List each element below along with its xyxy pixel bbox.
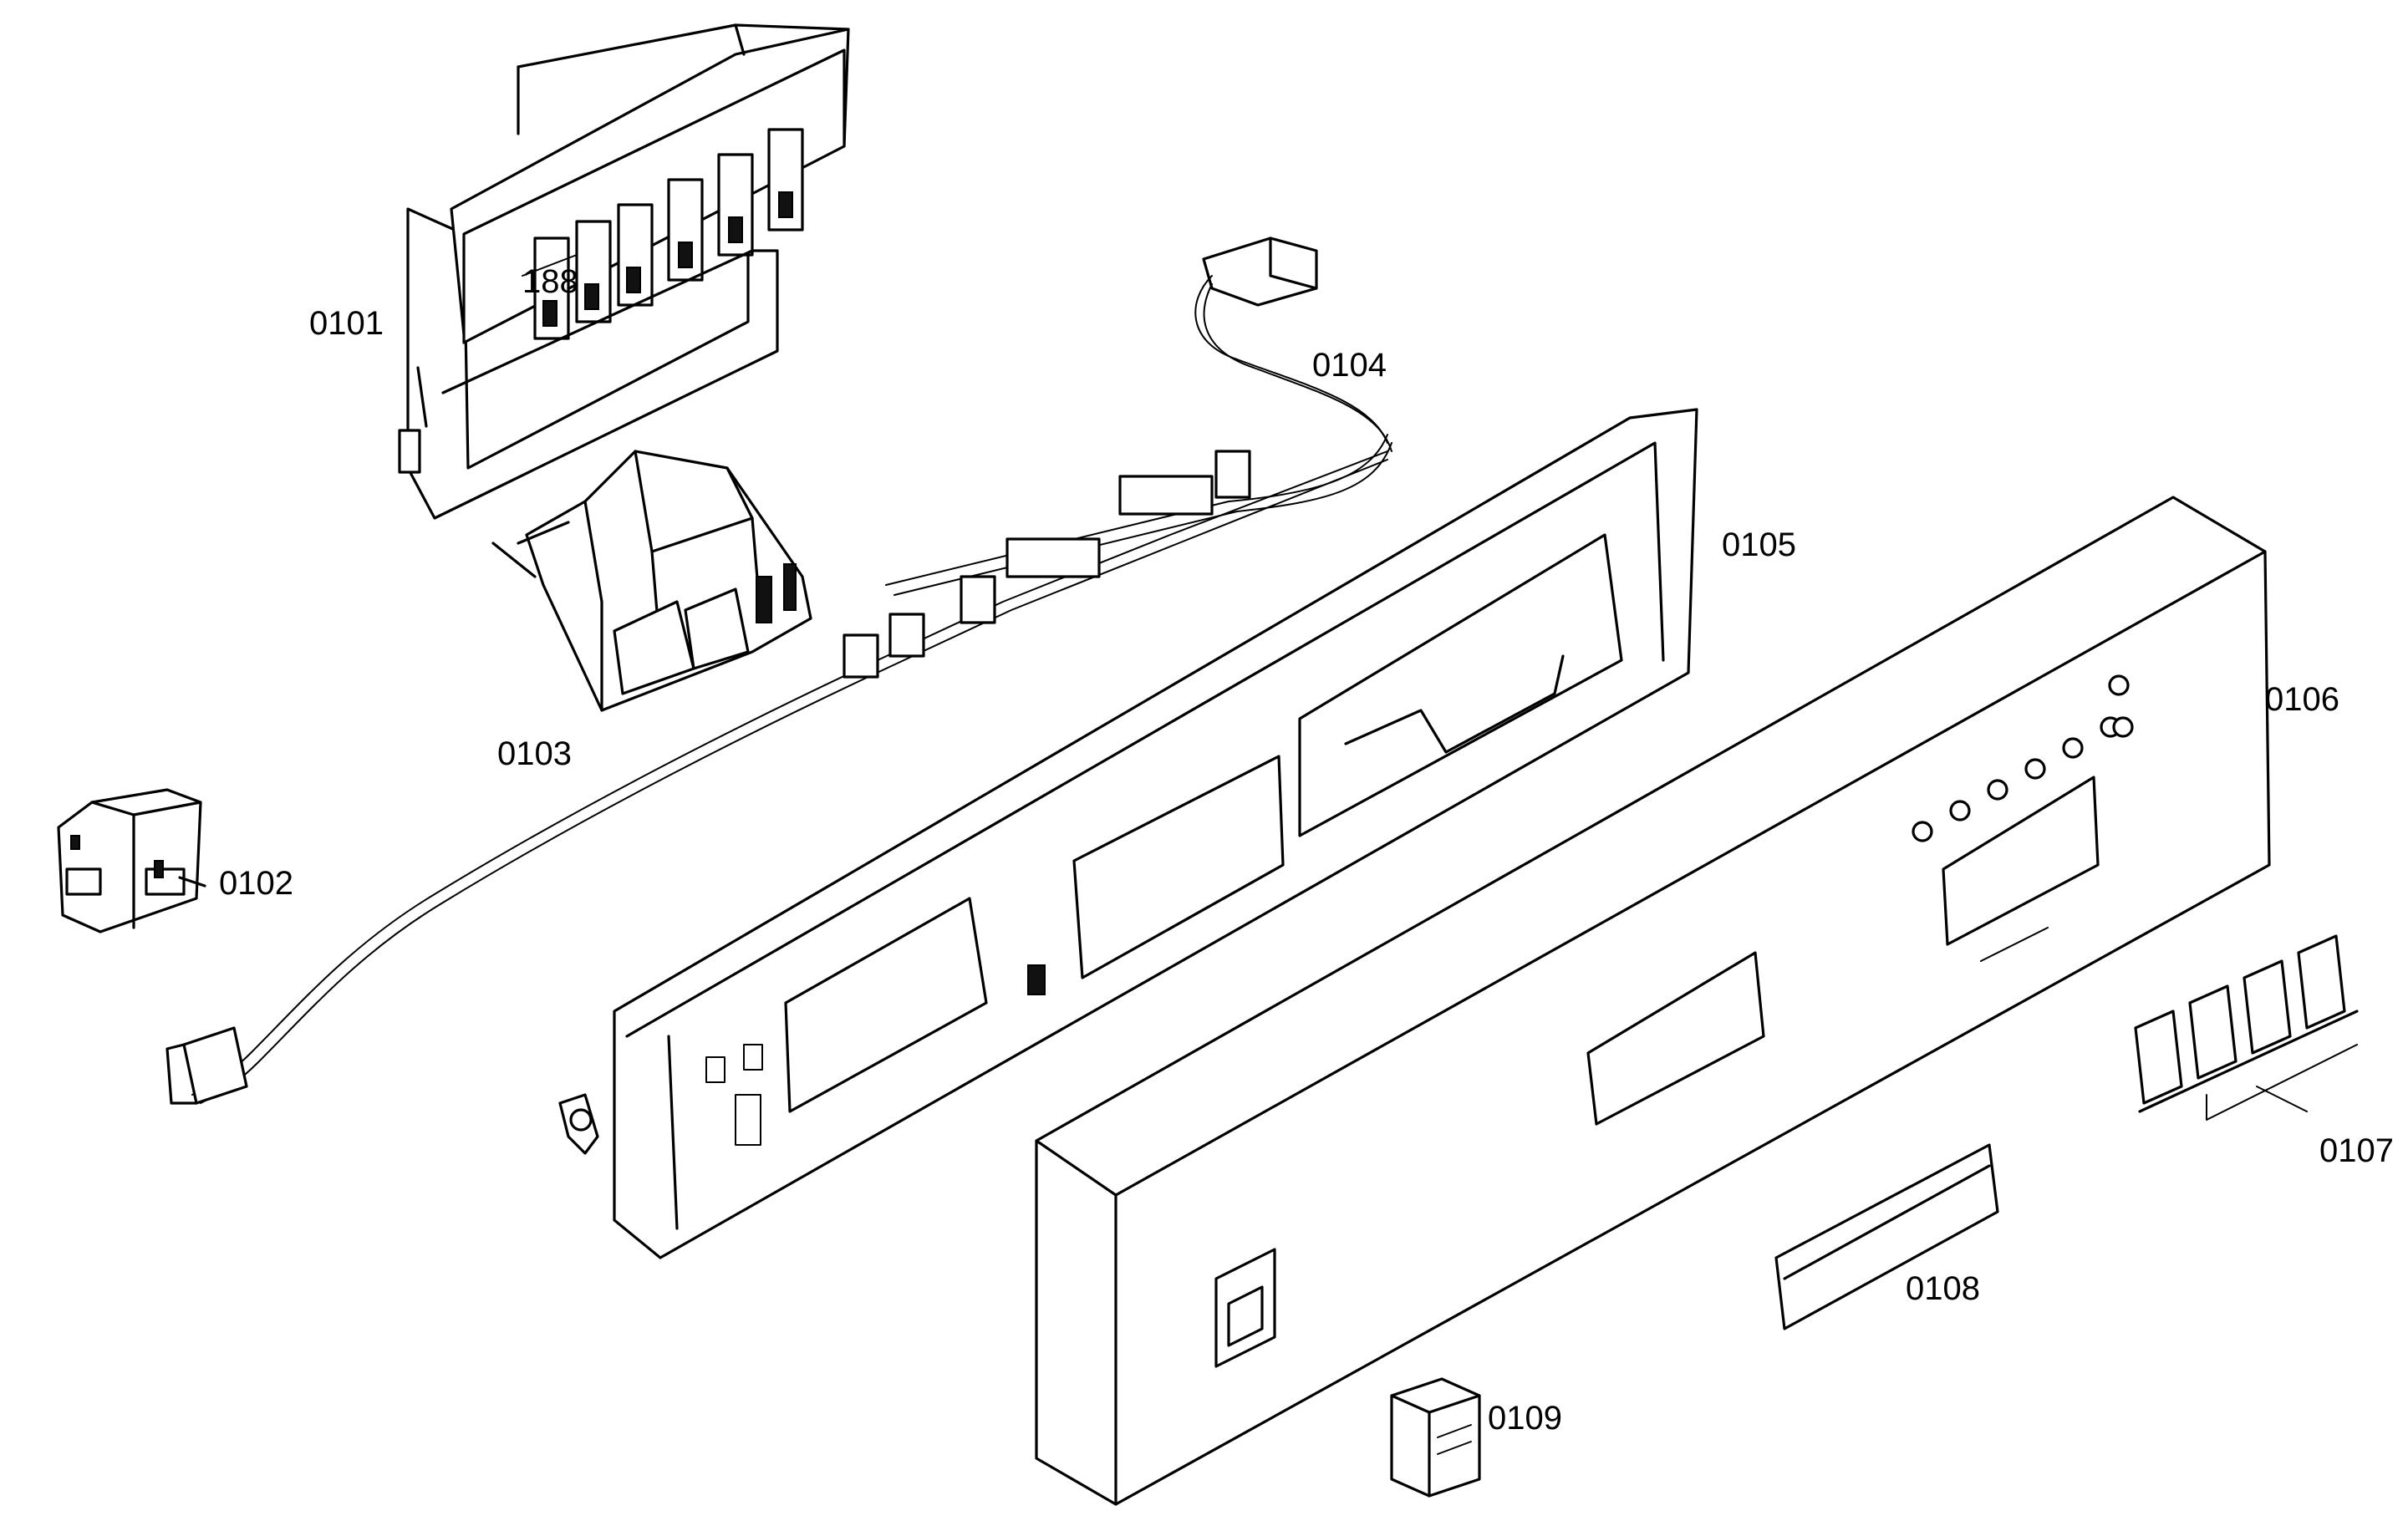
label-0109: 0109: [1488, 1400, 1562, 1437]
svg-text:188: 188: [522, 263, 578, 300]
part-0104-wiring-harness: [165, 237, 1392, 1105]
label-0101: 0101: [309, 305, 384, 342]
label-0106: 0106: [2265, 681, 2339, 718]
label-0104: 0104: [1312, 347, 1387, 384]
part-0108-strip: [1774, 1143, 1999, 1330]
part-0103-switch-assembly: [491, 450, 812, 712]
part-0107-buttons: [2134, 934, 2359, 1121]
part-0109-knob: [1390, 1377, 1481, 1498]
label-0103: 0103: [497, 735, 572, 772]
part-0101-electronic-module: 188: [398, 23, 850, 520]
label-0108: 0108: [1906, 1270, 1980, 1307]
part-0102-switch: [57, 788, 206, 933]
label-0105: 0105: [1722, 526, 1796, 563]
part-0105-frame: [558, 408, 1698, 1259]
label-0102: 0102: [219, 865, 293, 902]
part-0106-fascia-panel: [1035, 496, 2271, 1506]
label-0107: 0107: [2319, 1132, 2394, 1169]
